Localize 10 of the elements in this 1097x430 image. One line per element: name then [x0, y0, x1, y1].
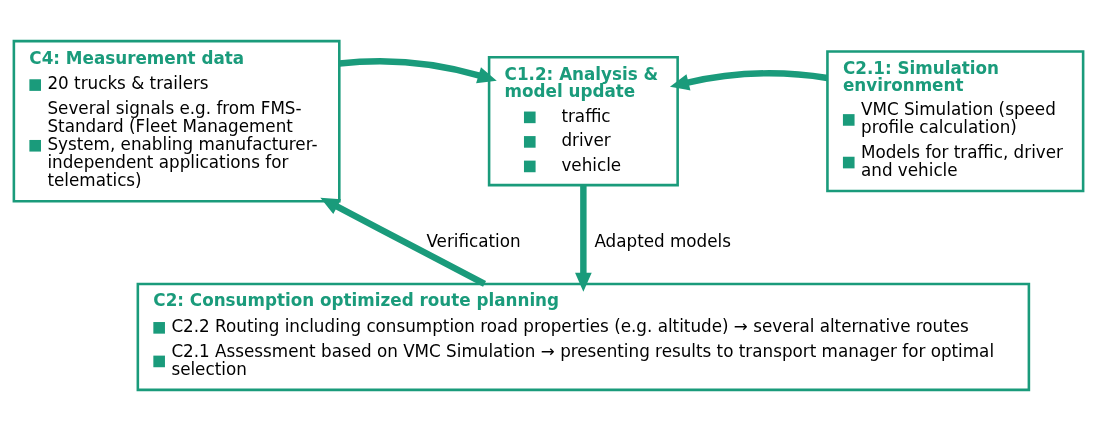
- arrow: [575, 184, 592, 292]
- arrow: [669, 69, 828, 90]
- arrow: [339, 57, 497, 83]
- edge-label: Verification: [426, 230, 521, 251]
- node-box: C2: Consumption optimized route planning C2.2 Routing including consumption road properties (e.g. altitude) → several alternative routes C2.1 Assessment based on VMC Simulation → presenting results to transport manager for optimal selection: [136, 282, 1031, 391]
- node-box: C2.1: Simulation environment VMC Simulation (speed profile calculation) Models for traffic, driver and vehicle: [826, 49, 1085, 192]
- node-box: C1.2: Analysis & model update traffic driver vehicle: [487, 55, 679, 186]
- node-box: C4: Measurement data 20 trucks & trailers Several signals e.g. from FMS-Standard (Fleet Management System, enabling manufacturer-independent applications for telematics): [12, 39, 341, 203]
- edge-label: Adapted models: [594, 230, 731, 251]
- arrow: [320, 197, 487, 287]
